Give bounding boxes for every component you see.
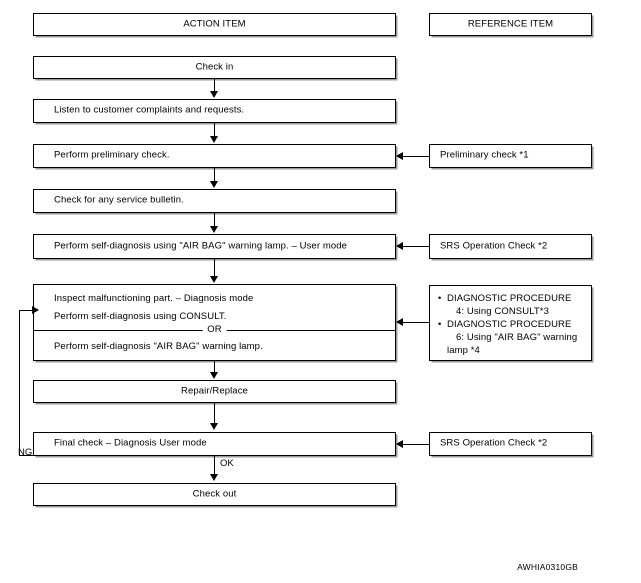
step-self-diagnosis-user-mode-label: Perform self-diagnosis using "AIR BAG" w… [54,240,347,252]
step-inspect-line-1: Inspect malfunctioning part. – Diagnosis… [54,293,254,304]
reference-bullet-sub2: lamp *4 [447,344,480,356]
reference-preliminary-check-label: Preliminary check *1 [440,149,529,161]
reference-srs-operation-check-bottom-label: SRS Operation Check *2 [440,437,548,449]
connector-reference-diagnostic-procedures [403,322,429,323]
arrow-head-left [396,151,403,160]
reference-bullet-head: DIAGNOSTIC PROCEDURE [447,293,572,304]
connector-ng-horizontal-top [19,310,34,311]
step-inspect-line-3: Perform self-diagnosis "AIR BAG" warning… [54,341,263,352]
arrow-head-down [209,91,218,98]
edge-label-ok: OK [220,458,234,469]
connector-preliminary-to-bulletin [214,168,215,181]
step-self-diagnosis-user-mode: Perform self-diagnosis using "AIR BAG" w… [33,234,396,259]
step-service-bulletin-label: Check for any service bulletin. [54,194,184,206]
column-header-action-item-label: ACTION ITEM [183,18,246,30]
reference-bullet-item: DIAGNOSTIC PROCEDURE 4: Using CONSULT*3 [438,293,585,318]
column-header-reference-item-label: REFERENCE ITEM [467,18,554,30]
step-inspect-malfunctioning-part: Inspect malfunctioning part. – Diagnosis… [33,284,396,361]
column-header-reference-item: REFERENCE ITEM [429,13,592,36]
figure-id-watermark: AWHIA0310GB [517,562,578,572]
step-listen-complaints-label: Listen to customer complaints and reques… [54,104,245,116]
connector-ng-vertical [19,310,20,456]
reference-preliminary-check: Preliminary check *1 [429,144,592,168]
step-inspect-line-2: Perform self-diagnosis using CONSULT. [54,311,227,322]
arrow-head-down [209,423,218,430]
step-service-bulletin: Check for any service bulletin. [33,189,396,213]
arrow-head-down [209,474,218,481]
connector-final-check-to-check-out [214,456,215,475]
arrow-head-down [209,226,218,233]
step-repair-replace: Repair/Replace [33,380,396,403]
edge-label-ng: NG [18,447,33,458]
arrow-head-down [209,372,218,379]
connector-ng-horizontal-bottom [19,455,34,456]
step-final-check: Final check – Diagnosis User mode [33,432,396,456]
step-check-out: Check out [33,483,396,506]
reference-srs-operation-check-top: SRS Operation Check *2 [429,234,592,259]
reference-bullet-item: DIAGNOSTIC PROCEDURE 6: Using "AIR BAG" … [438,319,585,357]
connector-repair-to-final-check [214,403,215,424]
arrow-head-left [396,241,403,250]
reference-diagnostic-procedures-list: DIAGNOSTIC PROCEDURE 4: Using CONSULT*3 … [430,286,591,360]
step-final-check-label: Final check – Diagnosis User mode [54,437,207,449]
step-check-out-label: Check out [192,488,237,500]
step-check-in-label: Check in [195,61,234,73]
reference-bullet-sub: 6: Using "AIR BAG" warning [456,331,578,343]
connector-reference-preliminary [403,156,429,157]
arrow-head-right [32,305,39,314]
reference-diagnostic-procedures: DIAGNOSTIC PROCEDURE 4: Using CONSULT*3 … [429,285,592,361]
connector-self-diagnosis-to-inspect [214,259,215,277]
arrow-head-down [209,276,218,283]
reference-srs-operation-check-top-label: SRS Operation Check *2 [440,240,548,252]
step-preliminary-check-label: Perform preliminary check. [54,149,170,161]
step-preliminary-check: Perform preliminary check. [33,144,396,168]
connector-reference-srs-top [403,246,429,247]
connector-reference-srs-bottom [403,444,429,445]
connector-check-in-to-listen [214,79,215,92]
arrow-head-down [209,181,218,188]
arrow-head-left [396,317,403,326]
reference-bullet-head: DIAGNOSTIC PROCEDURE [447,319,572,331]
step-repair-replace-label: Repair/Replace [181,385,248,397]
or-divider-label: OR [202,324,227,336]
reference-srs-operation-check-bottom: SRS Operation Check *2 [429,432,592,456]
step-check-in: Check in [33,56,396,79]
connector-listen-to-preliminary [214,123,215,136]
arrow-head-left [396,439,403,448]
connector-bulletin-to-self-diagnosis [214,213,215,226]
arrow-head-down [209,136,218,143]
connector-inspect-to-repair [214,361,215,373]
column-header-action-item: ACTION ITEM [33,13,396,36]
step-listen-complaints: Listen to customer complaints and reques… [33,99,396,123]
reference-bullet-sub: 4: Using CONSULT*3 [456,305,549,317]
